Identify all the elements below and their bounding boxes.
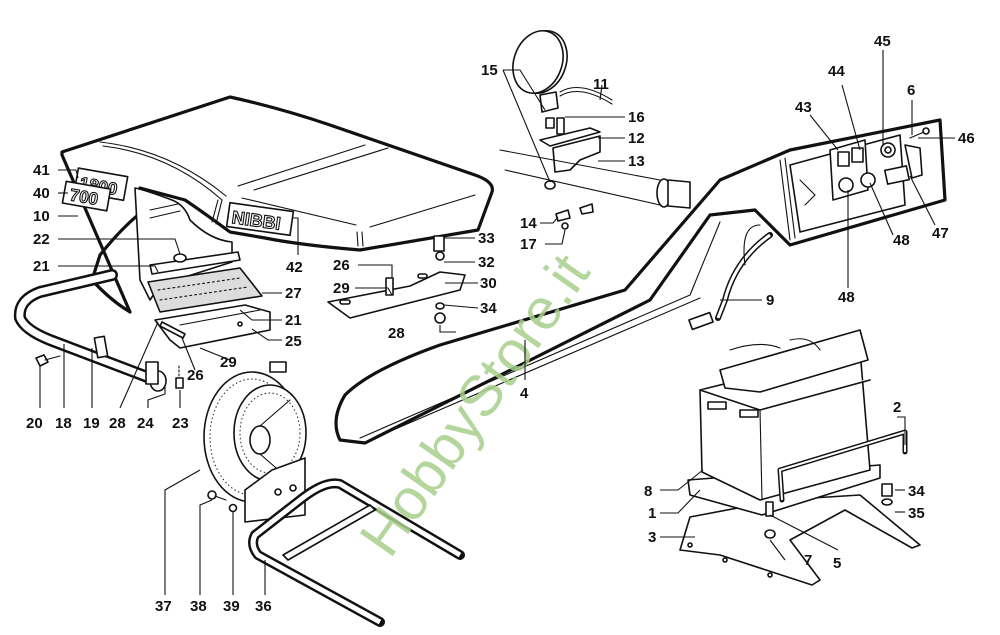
nut-7 xyxy=(764,529,776,539)
battery xyxy=(699,329,871,501)
screw-6 xyxy=(909,127,930,139)
callout-26a: 26 xyxy=(187,367,204,384)
decal-700: 700 xyxy=(61,180,112,212)
callout-35: 35 xyxy=(908,505,925,522)
callout-47: 47 xyxy=(932,225,949,242)
callout-41: 41 xyxy=(33,162,50,179)
callout-25: 25 xyxy=(285,333,302,350)
callout-19: 19 xyxy=(83,415,100,432)
callout-34b: 34 xyxy=(908,483,925,500)
callout-24: 24 xyxy=(137,415,154,432)
callout-44: 44 xyxy=(828,63,845,80)
bolt-23 xyxy=(175,365,184,389)
callout-6: 6 xyxy=(907,82,915,99)
battery-support xyxy=(679,494,921,586)
callout-22: 22 xyxy=(33,231,50,248)
callout-21b: 21 xyxy=(285,312,302,329)
callout-32: 32 xyxy=(478,254,495,271)
callout-39: 39 xyxy=(223,598,240,615)
leader-lines xyxy=(39,50,955,595)
callout-10: 10 xyxy=(33,208,50,225)
bumper-tube xyxy=(13,269,167,392)
spacer-34 xyxy=(881,483,893,506)
callout-38: 38 xyxy=(190,598,207,615)
callout-7: 7 xyxy=(804,552,812,569)
callout-48a: 48 xyxy=(893,232,910,249)
clamp-19 xyxy=(93,335,109,359)
insulation-pad xyxy=(147,267,263,313)
bolt-20 xyxy=(35,354,61,367)
callout-30: 30 xyxy=(480,275,497,292)
cable-11 xyxy=(559,86,613,105)
callout-15: 15 xyxy=(481,62,498,79)
callout-45: 45 xyxy=(874,33,891,50)
light-bracket xyxy=(539,117,601,190)
headlight xyxy=(512,30,568,113)
callout-23: 23 xyxy=(172,415,189,432)
callout-9: 9 xyxy=(766,292,774,309)
light-support-tube xyxy=(499,149,691,209)
callout-27: 27 xyxy=(285,285,302,302)
callout-33: 33 xyxy=(478,230,495,247)
bolt-26 xyxy=(159,321,186,339)
callout-8: 8 xyxy=(644,483,652,500)
callout-34a: 34 xyxy=(480,300,497,317)
callout-13: 13 xyxy=(628,153,645,170)
callout-37: 37 xyxy=(155,598,172,615)
callout-1: 1 xyxy=(648,505,656,522)
callout-labels: 41 40 10 22 21 27 21 25 29 26 42 33 26 3… xyxy=(26,33,975,615)
callout-4: 4 xyxy=(520,385,529,402)
callout-29a: 29 xyxy=(220,354,237,371)
callout-5: 5 xyxy=(833,555,841,572)
dashboard-panel xyxy=(789,134,923,233)
callout-28a: 28 xyxy=(388,325,405,342)
callout-43: 43 xyxy=(795,99,812,116)
callout-40: 40 xyxy=(33,185,50,202)
callout-18: 18 xyxy=(55,415,72,432)
bracket-24 xyxy=(145,361,159,385)
callout-2: 2 xyxy=(893,399,901,416)
callout-11: 11 xyxy=(593,76,609,93)
callout-12: 12 xyxy=(628,130,645,147)
wire-harness xyxy=(688,224,773,331)
bracket-upper xyxy=(149,251,241,275)
bolt-38 xyxy=(207,490,227,501)
callout-48b: 48 xyxy=(838,289,855,306)
callout-14: 14 xyxy=(520,215,537,232)
callout-21a: 21 xyxy=(33,258,50,275)
washer-39 xyxy=(228,503,238,513)
callout-16: 16 xyxy=(628,109,645,126)
callout-20: 20 xyxy=(26,415,43,432)
callout-42: 42 xyxy=(286,259,303,276)
bolt-5 xyxy=(765,501,774,517)
callout-29b: 29 xyxy=(333,280,350,297)
nut-22 xyxy=(173,253,187,263)
callout-36: 36 xyxy=(255,598,272,615)
callout-46: 46 xyxy=(958,130,975,147)
callout-3: 3 xyxy=(648,529,656,546)
frame-tube xyxy=(248,478,465,627)
callout-26b: 26 xyxy=(333,257,350,274)
callout-17: 17 xyxy=(520,236,537,253)
fan-guard xyxy=(203,361,307,523)
clip-14 xyxy=(555,203,594,230)
mounting-plate xyxy=(327,235,466,324)
callout-28b: 28 xyxy=(109,415,126,432)
